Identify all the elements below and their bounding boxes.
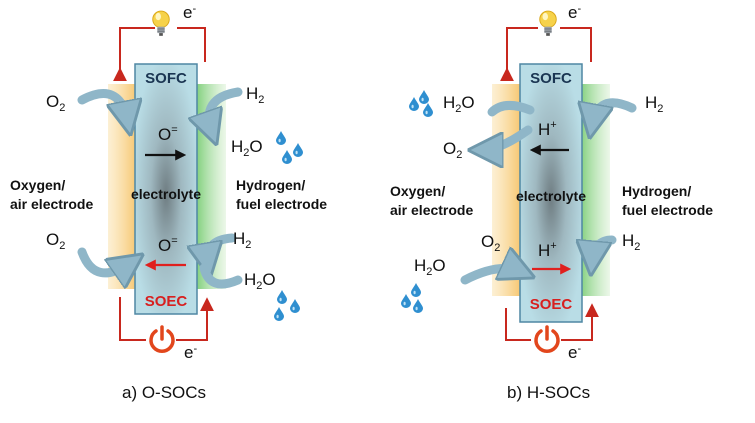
o2-in-arrow-top (77, 89, 128, 122)
o2-label-top: O2 (443, 139, 462, 161)
water-drop-icon (293, 143, 303, 157)
fuel-electrode-label-line2: fuel electrode (622, 202, 713, 218)
h2o-in-arrow-bottom (199, 263, 243, 289)
water-drop-icon (277, 290, 287, 304)
o2-out-arrow-bottom (460, 268, 522, 285)
fuel-electrode-label-line1: Hydrogen/ (236, 177, 305, 193)
ion-label-top: H+ (538, 119, 557, 139)
lightbulb-icon (539, 10, 557, 37)
oxygen-electrode-label-line1: Oxygen/ (390, 183, 445, 199)
h2-label-bottom: H2 (233, 229, 251, 251)
electron-label-top: e- (183, 3, 196, 22)
ion-label-bottom: H+ (538, 240, 557, 260)
ion-label-top: O= (158, 124, 178, 144)
electron-label-bottom: e- (184, 343, 197, 362)
water-drop-icon (274, 307, 284, 321)
water-drop-icon (290, 299, 300, 313)
lightbulb-icon (152, 10, 170, 37)
circuit-top-right (177, 27, 206, 62)
electrolyte-label: electrolyte (516, 188, 586, 204)
electron-label-bottom: e- (568, 343, 581, 362)
cell-bottom-label: SOEC (145, 293, 188, 310)
panel-h-socs: SOFC SOEC electrolyte H+ H+ e- e- H2O O2… (390, 3, 713, 402)
h2o-label-top: H2O (231, 137, 263, 159)
power-icon (149, 325, 175, 353)
water-drop-icon (413, 299, 423, 313)
water-drop-icon (282, 150, 292, 164)
ion-label-bottom: O= (158, 235, 178, 255)
cell-top-label: SOFC (145, 70, 187, 87)
h2-in-arrow-top (209, 87, 243, 132)
cell-bottom-label: SOEC (530, 296, 573, 313)
circuit-bottom-right (561, 303, 599, 341)
oxygen-electrode-label-line2: air electrode (390, 202, 473, 218)
circuit-top-left (113, 27, 155, 82)
water-drop-icon (411, 283, 421, 297)
electrolyte-label: electrolyte (131, 186, 201, 202)
circuit-top-left (500, 27, 538, 82)
circuit-bottom-right (176, 297, 214, 341)
h2o-out-arrow-top (487, 101, 535, 117)
water-drop-icon (423, 103, 433, 117)
o2-in-arrow-top (482, 125, 533, 150)
water-drop-icon (276, 131, 286, 145)
oxygen-electrode-label-line2: air electrode (10, 196, 93, 212)
circuit-bottom-left (119, 297, 146, 341)
water-drop-icon (419, 90, 429, 104)
water-drop-icon (409, 97, 419, 111)
electron-label-top: e- (568, 3, 581, 22)
h2o-label-bottom: H2O (244, 270, 276, 292)
power-icon (534, 325, 560, 353)
oxygen-electrode-label-line1: Oxygen/ (10, 177, 65, 193)
o2-label-bottom: O2 (46, 230, 65, 252)
fuel-electrode-label-line1: Hydrogen/ (622, 183, 691, 199)
panel-caption: b) H-SOCs (507, 383, 590, 402)
cell-top-label: SOFC (530, 70, 572, 87)
h2-label-bottom: H2 (622, 231, 640, 253)
fuel-electrode-label-line2: fuel electrode (236, 196, 327, 212)
h2o-label-bottom: H2O (414, 256, 446, 278)
circuit-top-right (560, 27, 592, 62)
h2-label-top: H2 (246, 84, 264, 106)
h2-out-arrow-bottom (208, 233, 237, 264)
circuit-bottom-left (505, 308, 531, 341)
water-drop-icon (401, 294, 411, 308)
o2-label-top: O2 (46, 92, 65, 114)
panel-caption: a) O-SOCs (122, 383, 206, 402)
h2-in-arrow-top (592, 98, 637, 125)
o2-out-arrow-bottom (77, 247, 132, 273)
h2-out-arrow-bottom (592, 235, 617, 262)
panel-o-socs: SOFC SOEC electrolyte O= O= e- e- O2 O2 … (10, 3, 327, 402)
o2-label-bottom: O2 (481, 232, 500, 254)
h2-label-top: H2 (645, 93, 663, 115)
h2o-label-top: H2O (443, 93, 475, 115)
